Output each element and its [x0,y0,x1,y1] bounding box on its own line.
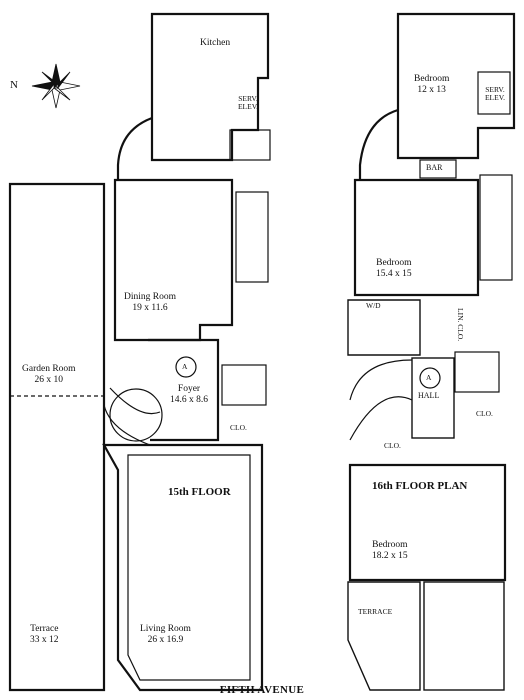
elev-16 [477,71,511,115]
bath-16 [347,299,421,356]
street-label: FIFTH AVENUE [219,684,305,696]
closet-16-left: CLO. [384,441,401,450]
bar-label: BAR [426,163,443,172]
foyer-walls [148,338,220,442]
bedbot-walls [348,463,507,582]
room-garden: Garden Room 26 x 10 [22,364,76,385]
stair-dining [235,191,269,283]
bedmid-walls [353,178,480,297]
stair-16-top [479,174,513,281]
room-dining: Dining Room 19 x 11.6 [124,292,176,313]
kitchen-walls [150,12,270,162]
dining-walls [113,178,234,342]
hall-label: HALL [418,391,440,400]
north-label: N [10,79,18,91]
floor15-title: 15th FLOOR [168,486,231,498]
room-foyer: Foyer 14.6 x 8.6 [170,384,208,405]
stair-16-mid [454,351,500,393]
hall-16 [411,357,455,439]
garden-walls [8,182,106,692]
room-kitchen: Kitchen [200,38,231,48]
curve-16-top [358,108,399,180]
terrace-16-label: TERRACE [358,607,393,616]
floor16-title: 16th FLOOR PLAN [372,480,468,492]
stair-foyer [221,364,267,406]
kitchen-curve [116,116,153,180]
living-walls [102,443,264,692]
bath-16-bot [423,581,505,691]
badge-15: A [182,362,188,371]
closet-15: CLO. [230,423,247,432]
kitchen-elevator-label: SERV. ELEV. [237,94,259,111]
wd-label: W/D [366,301,381,310]
living-inner [127,454,251,681]
room-bedroom-mid: Bedroom 15.4 x 15 [376,258,412,279]
linen-closet-label: LIN. CLO. [456,308,465,342]
spiral-stair-15 [103,387,161,446]
room-bedroom-bottom: Bedroom 18.2 x 15 [372,540,408,561]
room-bedroom-top: Bedroom 12 x 13 [414,74,450,95]
room-terrace: Terrace 33 x 12 [30,624,59,645]
spiral-stair-16 [349,359,413,441]
bar [419,159,457,179]
stair-kitchen [229,129,271,161]
room-living: Living Room 26 x 16.9 [140,624,191,645]
compass-rose-icon [31,63,81,109]
closet-16-right: CLO. [476,409,493,418]
elevator-16-label: SERV. ELEV. [484,85,506,102]
terrace-16 [347,581,421,691]
bedtop-walls [396,12,516,160]
badge-16: A [426,373,432,382]
